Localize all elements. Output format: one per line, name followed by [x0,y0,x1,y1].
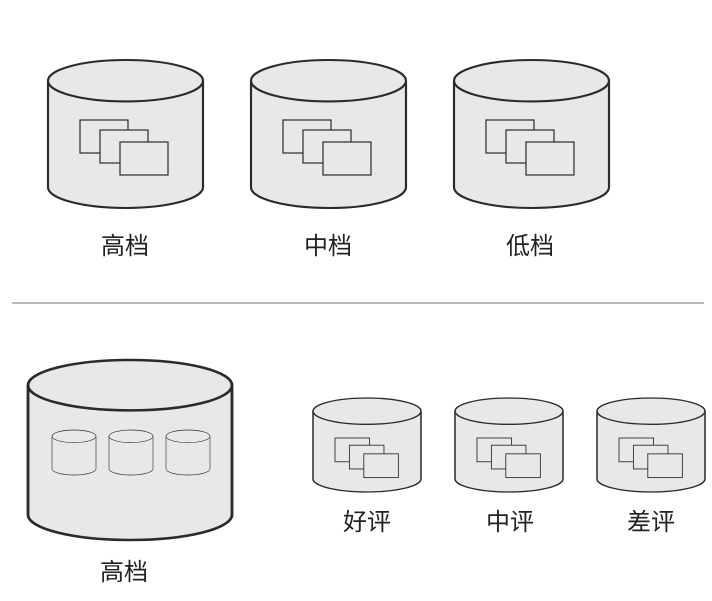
top-label-high: 高档 [101,232,149,260]
bottom-label-bad: 差评 [627,508,675,536]
bottom-cylinder-neutral [454,397,564,493]
bottom-label-good: 好评 [343,508,391,536]
bottom-cylinder-bad [596,397,706,493]
top-label-mid: 中档 [304,232,352,260]
top-cylinder-mid [249,58,408,210]
bottom-cylinder-good [312,397,422,493]
inner-database-icon [165,429,211,476]
top-cylinder-high [46,58,205,210]
top-cylinder-low [452,58,611,210]
inner-database-icon [51,429,97,476]
inner-database-icon [108,429,154,476]
bottom-label-large: 高档 [100,558,148,586]
bottom-cylinder-large [26,358,234,542]
bottom-label-neutral: 中评 [486,508,534,536]
top-label-low: 低档 [506,232,554,260]
